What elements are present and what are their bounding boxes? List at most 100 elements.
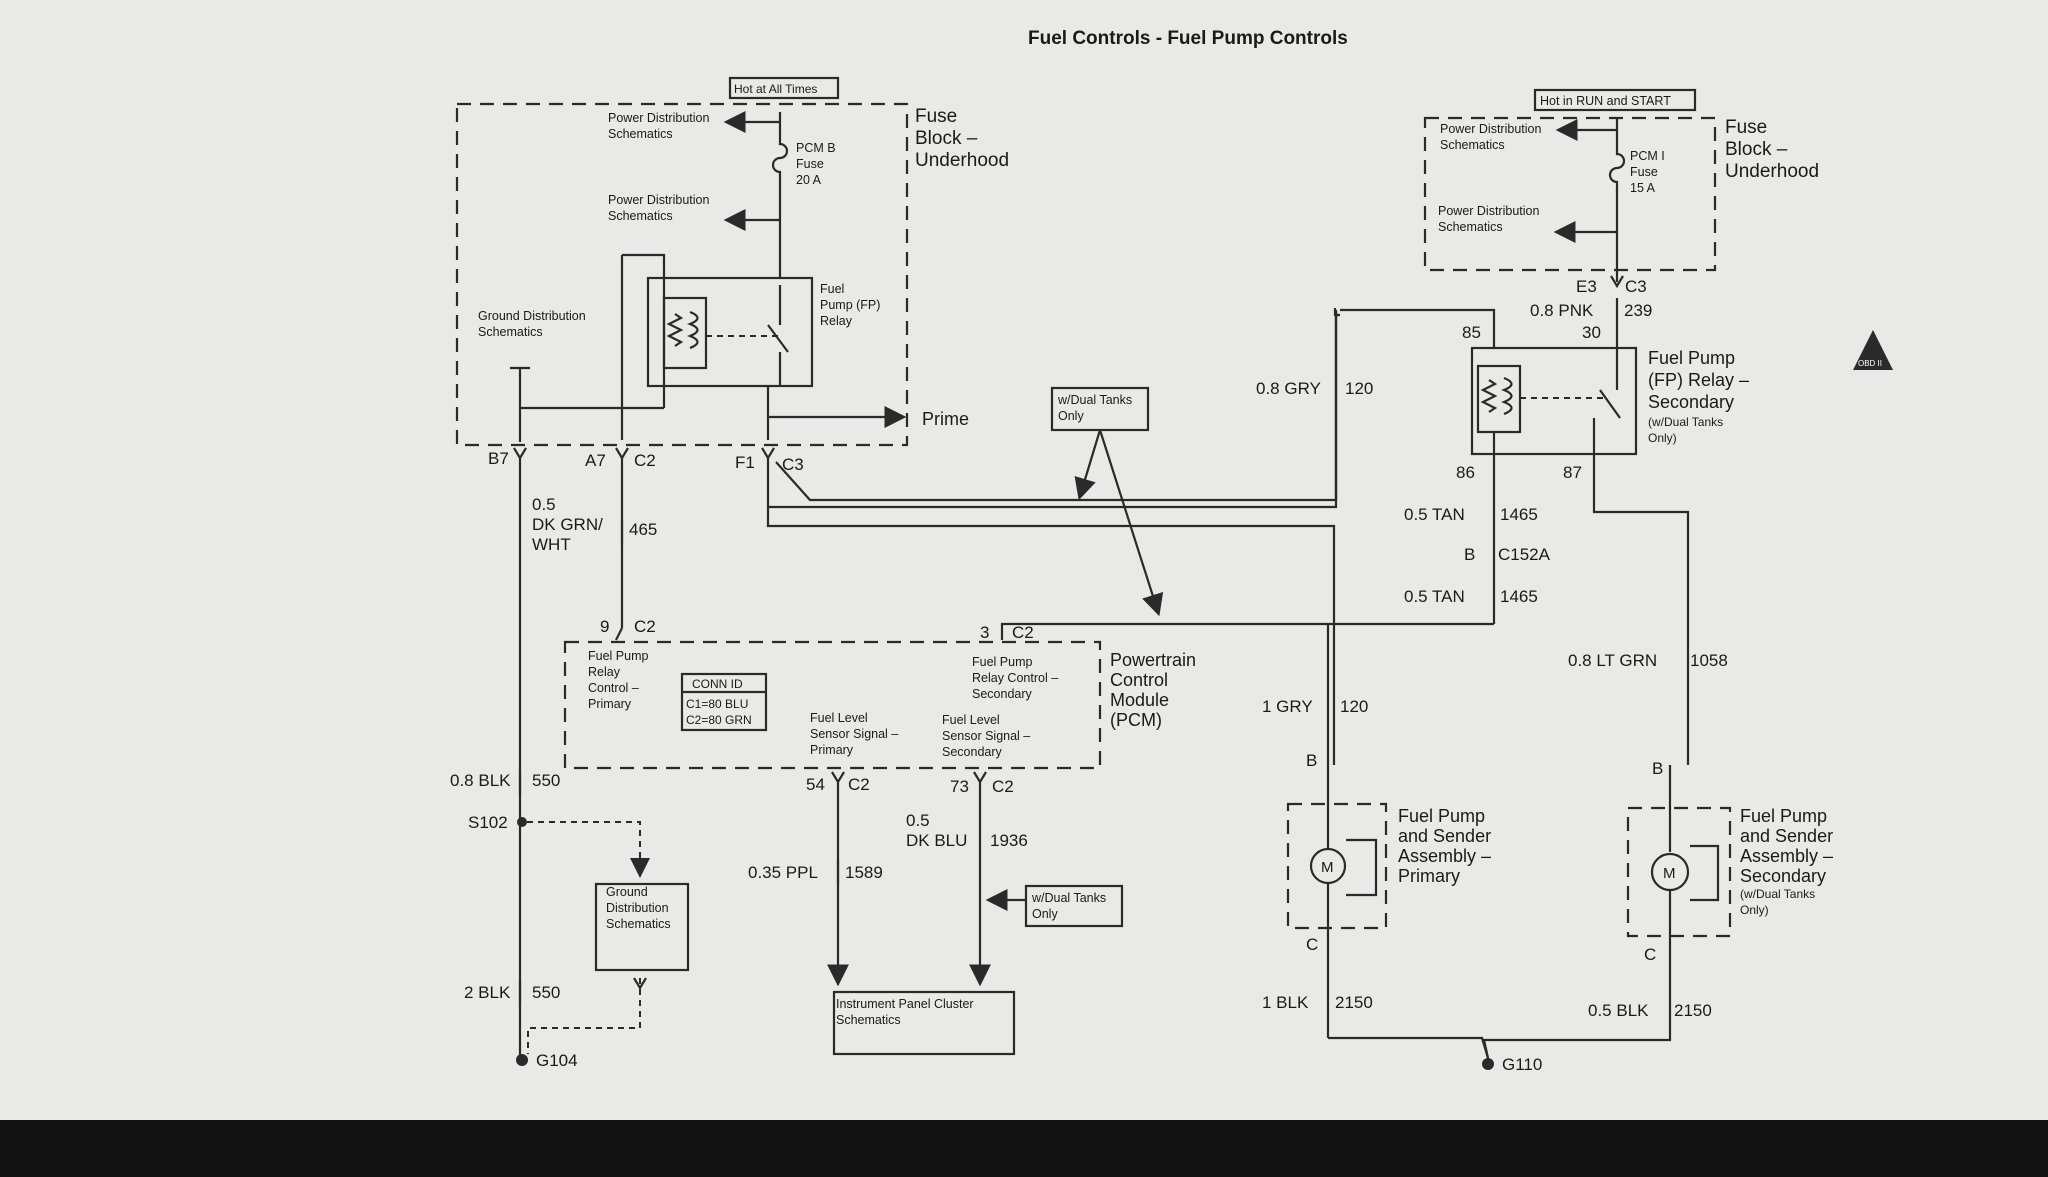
connector-b7: B7: [488, 449, 509, 468]
connector-f1: F1: [735, 453, 755, 472]
primary-motor-circle: [1309, 847, 1347, 885]
pin-54-symbol: [831, 771, 845, 785]
pcm-i-fuse-label: PCM I Fuse 15 A: [1630, 149, 1668, 195]
dual-tanks-note-2: w/Dual Tanks Only: [1031, 891, 1110, 921]
pcm-to-fp-relay-wire: [775, 313, 1340, 502]
pnk-gauge: 0.8 PNK: [1530, 301, 1594, 320]
dual-note-arrow-right: [1098, 429, 1164, 617]
ground-dist-box: [594, 882, 690, 972]
pin-30: 30: [1582, 323, 1601, 342]
dual-note-arrow-left: [1074, 429, 1102, 501]
gry-to-relay-85: [1340, 308, 1496, 348]
primary-motor-label: M: [1321, 859, 1334, 876]
gry-to-c3: [768, 310, 1338, 509]
conn-id-label: CONN ID C1=80 BLU C2=80 GRN: [686, 677, 752, 727]
connector-e3: E3: [1576, 277, 1597, 296]
a7-pin-symbol: [615, 447, 629, 461]
connector-c-secondary: C: [1644, 945, 1656, 964]
hot-in-run-label: Hot in RUN and START: [1540, 94, 1671, 108]
splice-s102: S102: [468, 813, 508, 832]
connector-c3-a: C3: [782, 455, 804, 474]
connector-c2-b: C2: [634, 617, 656, 636]
pin-87: 87: [1563, 463, 1582, 482]
e3-pin-symbol: [1610, 275, 1624, 289]
f1-pin-symbol: [761, 447, 775, 461]
connector-a7: A7: [585, 451, 606, 470]
relay-resistor: [666, 313, 684, 347]
pin-9: 9: [600, 617, 609, 636]
secondary-coil: [1501, 376, 1513, 416]
tan2-circuit: 1465: [1500, 587, 1538, 606]
left-fuse-block-outline: [455, 102, 909, 447]
pcm-fp-primary-label: Fuel Pump Relay Control – Primary: [588, 649, 652, 711]
secondary-motor-label: M: [1663, 865, 1676, 882]
connector-b-primary: B: [1306, 751, 1317, 770]
secondary-relay-switch: [1599, 389, 1621, 419]
right-fuse-block-outline: [1423, 116, 1717, 272]
pin-73: 73: [950, 777, 969, 796]
dual-tanks-note-1: w/Dual Tanks Only: [1057, 393, 1136, 423]
ground-g110: G110: [1502, 1055, 1542, 1074]
secondary-sender: [1690, 844, 1720, 902]
blk08-circuit: 550: [532, 771, 560, 790]
ipc-box: [832, 990, 1016, 1056]
secondary-resistor: [1480, 379, 1498, 413]
connector-c2-d: C2: [848, 775, 870, 794]
relay-switch: [767, 324, 789, 353]
pin-86: 86: [1456, 463, 1475, 482]
blk05-circuit: 2150: [1674, 1001, 1712, 1020]
pcm-fl-primary-label: Fuel Level Sensor Signal – Primary: [810, 711, 902, 757]
obd-ii-badge: [1853, 330, 1893, 370]
pcm-b-fuse-symbol: [771, 132, 789, 182]
relay-coil: [687, 310, 699, 350]
tan2-gauge: 0.5 TAN: [1404, 587, 1465, 606]
connector-b-secondary: B: [1652, 759, 1663, 778]
pcm-b-fuse-label: PCM B Fuse 20 A: [796, 141, 839, 187]
b7-pin-symbol: [513, 447, 527, 461]
ipc-label: Instrument Panel Cluster Schematics: [836, 997, 977, 1027]
relay-coil-box: [662, 296, 708, 370]
primary-pump-outline: [1286, 802, 1388, 930]
dkblu-gauge: 0.5 DK BLU: [906, 811, 967, 850]
blk1-circuit: 2150: [1335, 993, 1373, 1012]
g110-ground-symbol: [1482, 1058, 1494, 1070]
ground-g104: G104: [536, 1051, 578, 1070]
connector-c2-a: C2: [634, 451, 656, 470]
hot-in-run-tag: [1533, 88, 1697, 112]
pcm-outline: [563, 640, 1102, 770]
dkgrn-circuit: 465: [629, 520, 657, 539]
ltgrn-circuit: 1058: [1690, 651, 1728, 670]
pin-3: 3: [980, 623, 989, 642]
ground-dist-to-g104: [527, 978, 641, 1054]
hot-at-all-times-tag: [728, 76, 840, 100]
fp-relay-secondary-box: [1470, 346, 1638, 456]
fp-primary-assy-label: Fuel Pump and Sender Assembly – Primary: [1398, 806, 1496, 886]
g104-ground-symbol: [516, 1054, 528, 1066]
screen-bezel: [0, 1120, 2048, 1177]
connector-c152a: C152A: [1498, 545, 1551, 564]
blk2-circuit: 550: [532, 983, 560, 1002]
primary-ground-join: [1328, 1036, 1490, 1059]
wiring-diagram: Fuel Controls - Fuel Pump Controls Hot a…: [450, 28, 1893, 1074]
blk05-gauge: 0.5 BLK: [1588, 1001, 1649, 1020]
left-pds-1-label: Power Distribution Schematics: [608, 111, 713, 141]
blk1-gauge: 1 BLK: [1262, 993, 1309, 1012]
right-pds-2-label: Power Distribution Schematics: [1438, 204, 1543, 234]
s102-node: [517, 817, 527, 827]
pnk-circuit: 239: [1624, 301, 1652, 320]
gry1-circuit: 120: [1340, 697, 1368, 716]
pin-54: 54: [806, 775, 825, 794]
primary-sender: [1346, 838, 1378, 897]
left-fuse-block-label: Fuse Block – Underhood: [915, 106, 1009, 171]
tan1-circuit: 1465: [1500, 505, 1538, 524]
relay-ground-feed: [622, 253, 666, 395]
connector-c2-e: C2: [992, 777, 1014, 796]
pcm-fp-secondary-label: Fuel Pump Relay Control – Secondary: [972, 655, 1062, 701]
fuel-pump-relay-box: [646, 276, 814, 388]
ground-dist-arrow-down: [633, 977, 647, 991]
prime-label: Prime: [922, 409, 969, 429]
pin-9-symbol: [615, 627, 623, 641]
pcm-fl-secondary-label: Fuel Level Sensor Signal – Secondary: [942, 713, 1034, 759]
gry1-gauge: 1 GRY: [1262, 697, 1313, 716]
connector-c-primary: C: [1306, 935, 1318, 954]
